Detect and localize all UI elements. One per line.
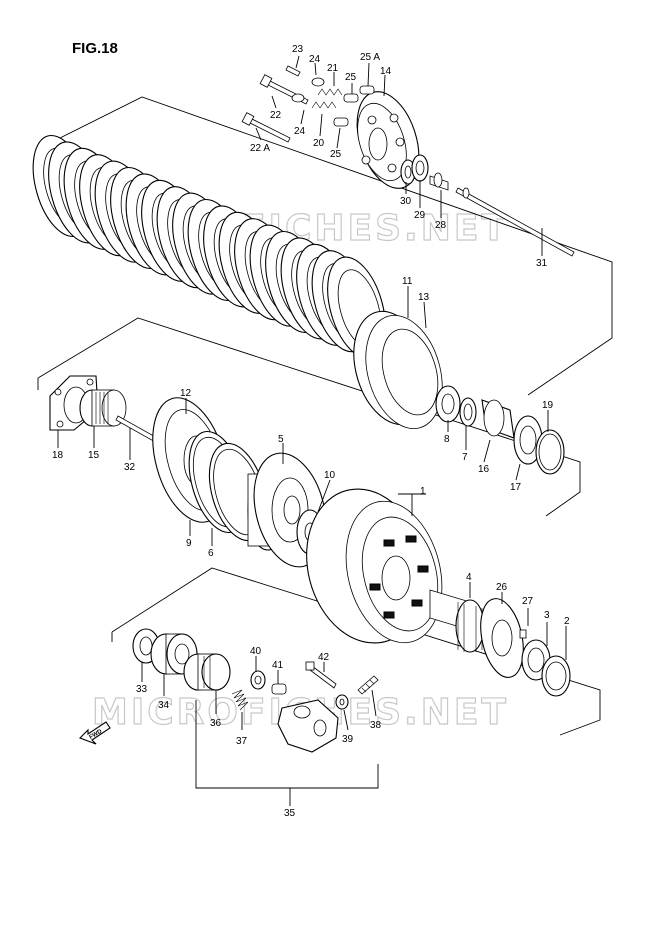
callout-16: 16 [478, 464, 490, 475]
callout-39: 39 [342, 734, 354, 745]
callout-2: 2 [564, 616, 570, 627]
figure-title: FIG.18 [72, 40, 118, 57]
bleeder-screw-38 [357, 675, 379, 695]
release-bearing [400, 154, 449, 191]
callout-40: 40 [250, 646, 262, 657]
callout-38: 38 [370, 720, 382, 731]
callout-33: 33 [136, 684, 148, 695]
spring-bolts [241, 65, 375, 143]
callout-41: 41 [272, 660, 284, 671]
callout-18: 18 [52, 450, 64, 461]
callout-35: 35 [284, 808, 296, 819]
callout-30: 30 [400, 196, 412, 207]
group-frame-bottom [111, 567, 601, 736]
leader-lines [57, 55, 567, 731]
callout-6: 6 [208, 548, 214, 559]
seal-40 [250, 670, 266, 690]
callout-23: 23 [292, 44, 304, 55]
clutch-housing-1 [306, 488, 443, 644]
callout-34: 34 [158, 700, 170, 711]
callout-11: 11 [402, 276, 413, 287]
callout-5: 5 [278, 434, 284, 445]
callout-21: 21 [327, 63, 339, 74]
callout-15: 15 [88, 450, 100, 461]
callout-24-lower: 24 [294, 126, 306, 137]
callout-27: 27 [522, 596, 534, 607]
callout-19: 19 [542, 400, 554, 411]
callout-9: 9 [186, 538, 192, 549]
right-side-small-parts [435, 385, 565, 475]
bracket-35 [195, 700, 379, 789]
callout-22a: 22 A [250, 143, 270, 154]
callout-17: 17 [510, 482, 522, 493]
callout-1: 1 [420, 486, 426, 497]
nut-2 [541, 655, 571, 697]
piston-36 [183, 653, 231, 691]
callout-3: 3 [544, 610, 550, 621]
pin-27 [519, 629, 527, 639]
callout-42: 42 [318, 652, 330, 663]
callout-20: 20 [313, 138, 325, 149]
callout-8: 8 [444, 434, 450, 445]
callout-4: 4 [466, 572, 472, 583]
forward-arrow-icon: FWD [79, 721, 111, 745]
callout-28: 28 [435, 220, 447, 231]
callout-14: 14 [380, 66, 392, 77]
oil-pump-gear-26 [480, 598, 524, 678]
callout-7: 7 [462, 452, 468, 463]
dowel-41 [271, 683, 287, 695]
callout-25-lower: 25 [330, 149, 342, 160]
callout-13: 13 [418, 292, 430, 303]
callout-29: 29 [414, 210, 426, 221]
slave-cylinder-35 [277, 699, 339, 753]
pushrod [455, 187, 575, 257]
callout-37: 37 [236, 736, 248, 747]
bleeder-39 [335, 694, 349, 710]
group-frame-middle [37, 317, 581, 517]
callouts: 23 24 21 25 A 14 25 22 24 20 22 A 25 30 … [52, 44, 570, 819]
clutch-plate-stack [32, 134, 386, 359]
callout-25a-top: 25 A [360, 52, 380, 63]
bolt-42 [305, 661, 337, 689]
callout-26: 26 [496, 582, 508, 593]
callout-36: 36 [210, 718, 222, 729]
clutch-hub-5 [247, 452, 327, 568]
spring-37 [231, 689, 249, 711]
sleeve-4 [429, 589, 485, 653]
callout-31: 31 [536, 258, 548, 269]
callout-10: 10 [324, 470, 336, 481]
callout-22: 22 [270, 110, 282, 121]
callout-25-top: 25 [345, 72, 357, 83]
callout-32: 32 [124, 462, 136, 473]
callout-12: 12 [180, 388, 192, 399]
clutch-sleeve-hub [353, 310, 443, 430]
callout-24: 24 [309, 54, 321, 65]
